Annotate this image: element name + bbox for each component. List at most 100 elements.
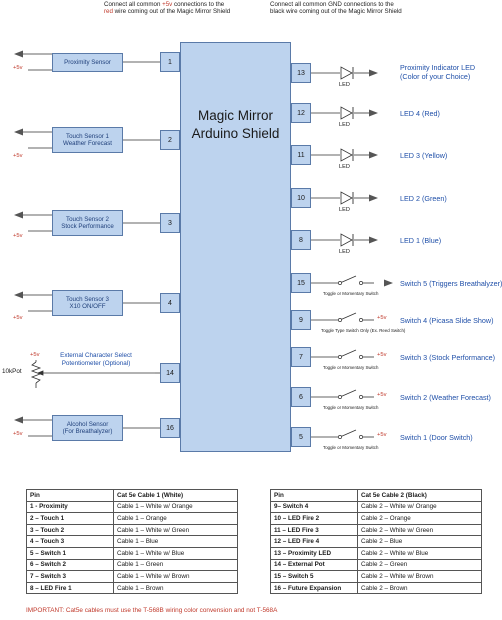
pin-3: 3 — [160, 213, 180, 233]
table-cell: Cable 2 – Green — [357, 558, 482, 572]
led2-label: LED 2 (Green) — [400, 194, 447, 203]
right-top-note: Connect all common GND connections to th… — [270, 1, 450, 16]
led-label: LED — [339, 82, 350, 88]
table-cell: Cable 1 – Orange — [113, 512, 238, 525]
sensor-label: Touch Sensor 1 — [66, 132, 109, 140]
table-cell: 4 – Touch 3 — [26, 535, 114, 548]
pin-10: 10 — [291, 188, 311, 208]
pin-15: 15 — [291, 273, 311, 293]
shield-title-line: Arduino Shield — [191, 126, 280, 141]
table-cell: Cable 1 – White w/ Orange — [113, 500, 238, 514]
pin-4: 4 — [160, 293, 180, 313]
table-cell: 7 – Switch 3 — [26, 570, 114, 583]
column-header: Pin — [270, 489, 358, 502]
column-header: Cat 5e Cable 2 (Black) — [357, 489, 482, 502]
table-cell: Cable 2 – White w/ Brown — [357, 570, 482, 583]
led1-label: LED 1 (Blue) — [400, 236, 442, 245]
table-cell: Cable 1 – Green — [113, 558, 238, 572]
plus5v-label: +5v — [13, 315, 23, 321]
plus5v-label: +5v — [13, 153, 23, 159]
switch5-label: Switch 5 (Triggers Breathalyzer) — [400, 279, 502, 288]
sensor-label: Weather Forecast — [62, 140, 113, 147]
table-cell: 6 – Switch 2 — [26, 558, 114, 572]
switch2-label: Switch 2 (Weather Forecast) — [400, 393, 491, 402]
switch4-label: Switch 4 (Picasa Slide Show) — [400, 316, 494, 325]
alcohol-sensor-box: Alcohol Sensor (For Breathalyzer) — [52, 415, 123, 441]
table-cell: 16 – Future Expansion — [270, 581, 358, 595]
switch1-label: Switch 1 (Door Switch) — [400, 433, 473, 442]
column-header: Cat 5e Cable 1 (White) — [113, 489, 238, 502]
pin-2: 2 — [160, 130, 180, 150]
pin-7: 7 — [291, 347, 311, 367]
led4-label: LED 4 (Red) — [400, 109, 440, 118]
pot-value: 10kPot — [2, 368, 22, 375]
note-text: connections to the — [172, 1, 225, 8]
sensor-label: Alcohol Sensor — [66, 420, 109, 428]
switch-note: Toggle Type Switch Only (Ex. Reed Switch… — [321, 328, 406, 333]
pot-label-line: Potentiometer (Optional) — [61, 360, 131, 367]
table-cell: Cable 2 – Blue — [357, 535, 482, 548]
plus5v-label: +5v — [377, 432, 387, 438]
table-cell: Cable 1 – White w/ Blue — [113, 546, 238, 560]
pin-6: 6 — [291, 387, 311, 407]
note-red: +5v — [162, 1, 173, 8]
table-cell: Cable 2 – White w/ Orange — [357, 500, 482, 514]
table-cell: 2 – Touch 1 — [26, 512, 114, 525]
table-cell: 8 – LED Fire 1 — [26, 581, 114, 595]
pin-14: 14 — [160, 363, 180, 383]
switch-note: Toggle or Momentary Switch — [323, 365, 379, 370]
plus5v-label: +5v — [377, 352, 387, 358]
sensor-label: (For Breathalyzer) — [62, 428, 113, 435]
pin-13: 13 — [291, 63, 311, 83]
led-label: LED — [339, 164, 350, 170]
plus5v-label: +5v — [13, 431, 23, 437]
table-cell: 13 – Proximity LED — [270, 546, 358, 560]
note-text: Connect all common — [104, 1, 163, 8]
sensor-label: X10 ON/OFF — [69, 303, 106, 310]
plus5v-label: +5v — [377, 392, 387, 398]
plus5v-label: +5v — [30, 352, 40, 358]
led-label: LED — [339, 207, 350, 213]
note-red: red — [104, 8, 113, 16]
touch-sensor-1-box: Touch Sensor 1 Weather Forecast — [52, 127, 123, 153]
proximity-led-label: Proximity Indicator LED (Color of your C… — [400, 63, 475, 81]
plus5v-label: +5v — [13, 65, 23, 71]
proximity-sensor-box: Proximity Sensor — [52, 53, 123, 72]
left-top-note: Connect all common +5v connections to th… — [104, 1, 274, 16]
note-text: black wire coming out of the Magic Mirro… — [270, 8, 402, 16]
switch3-label: Switch 3 (Stock Performance) — [400, 353, 496, 362]
arduino-shield: Magic Mirror Arduino Shield — [180, 42, 291, 452]
shield-title-line: Magic Mirror — [197, 108, 273, 123]
important-note: IMPORTANT: Cat5e cables must use the T-5… — [26, 607, 278, 614]
pin-9: 9 — [291, 310, 311, 330]
plus5v-label: +5v — [377, 315, 387, 321]
pot-label-line: External Character Select — [60, 352, 132, 359]
device-label: Proximity Indicator LED — [400, 63, 476, 72]
sensor-label: Proximity Sensor — [64, 58, 111, 66]
shield-title: Magic Mirror Arduino Shield — [181, 107, 290, 143]
column-header: Pin — [26, 489, 114, 502]
external-pot-label: External Character Select Potentiometer … — [47, 352, 145, 368]
table-cell: Cable 1 – White w/ Brown — [113, 570, 238, 583]
table-cell: Cable 2 – White w/ Blue — [357, 546, 482, 560]
cable1-table: Pin Cat 5e Cable 1 (White) 1 - Proximity… — [26, 489, 238, 595]
table-cell: Cable 2 – Brown — [357, 581, 482, 595]
note-text: Connect all common GND connections to th… — [270, 1, 394, 8]
pin-1: 1 — [160, 52, 180, 72]
wiring-diagram — [14, 50, 393, 439]
led-label: LED — [339, 249, 350, 255]
switch-note: Toggle or Momentary Switch — [323, 405, 379, 410]
switch-note: Toggle or Momentary Switch — [323, 445, 379, 450]
